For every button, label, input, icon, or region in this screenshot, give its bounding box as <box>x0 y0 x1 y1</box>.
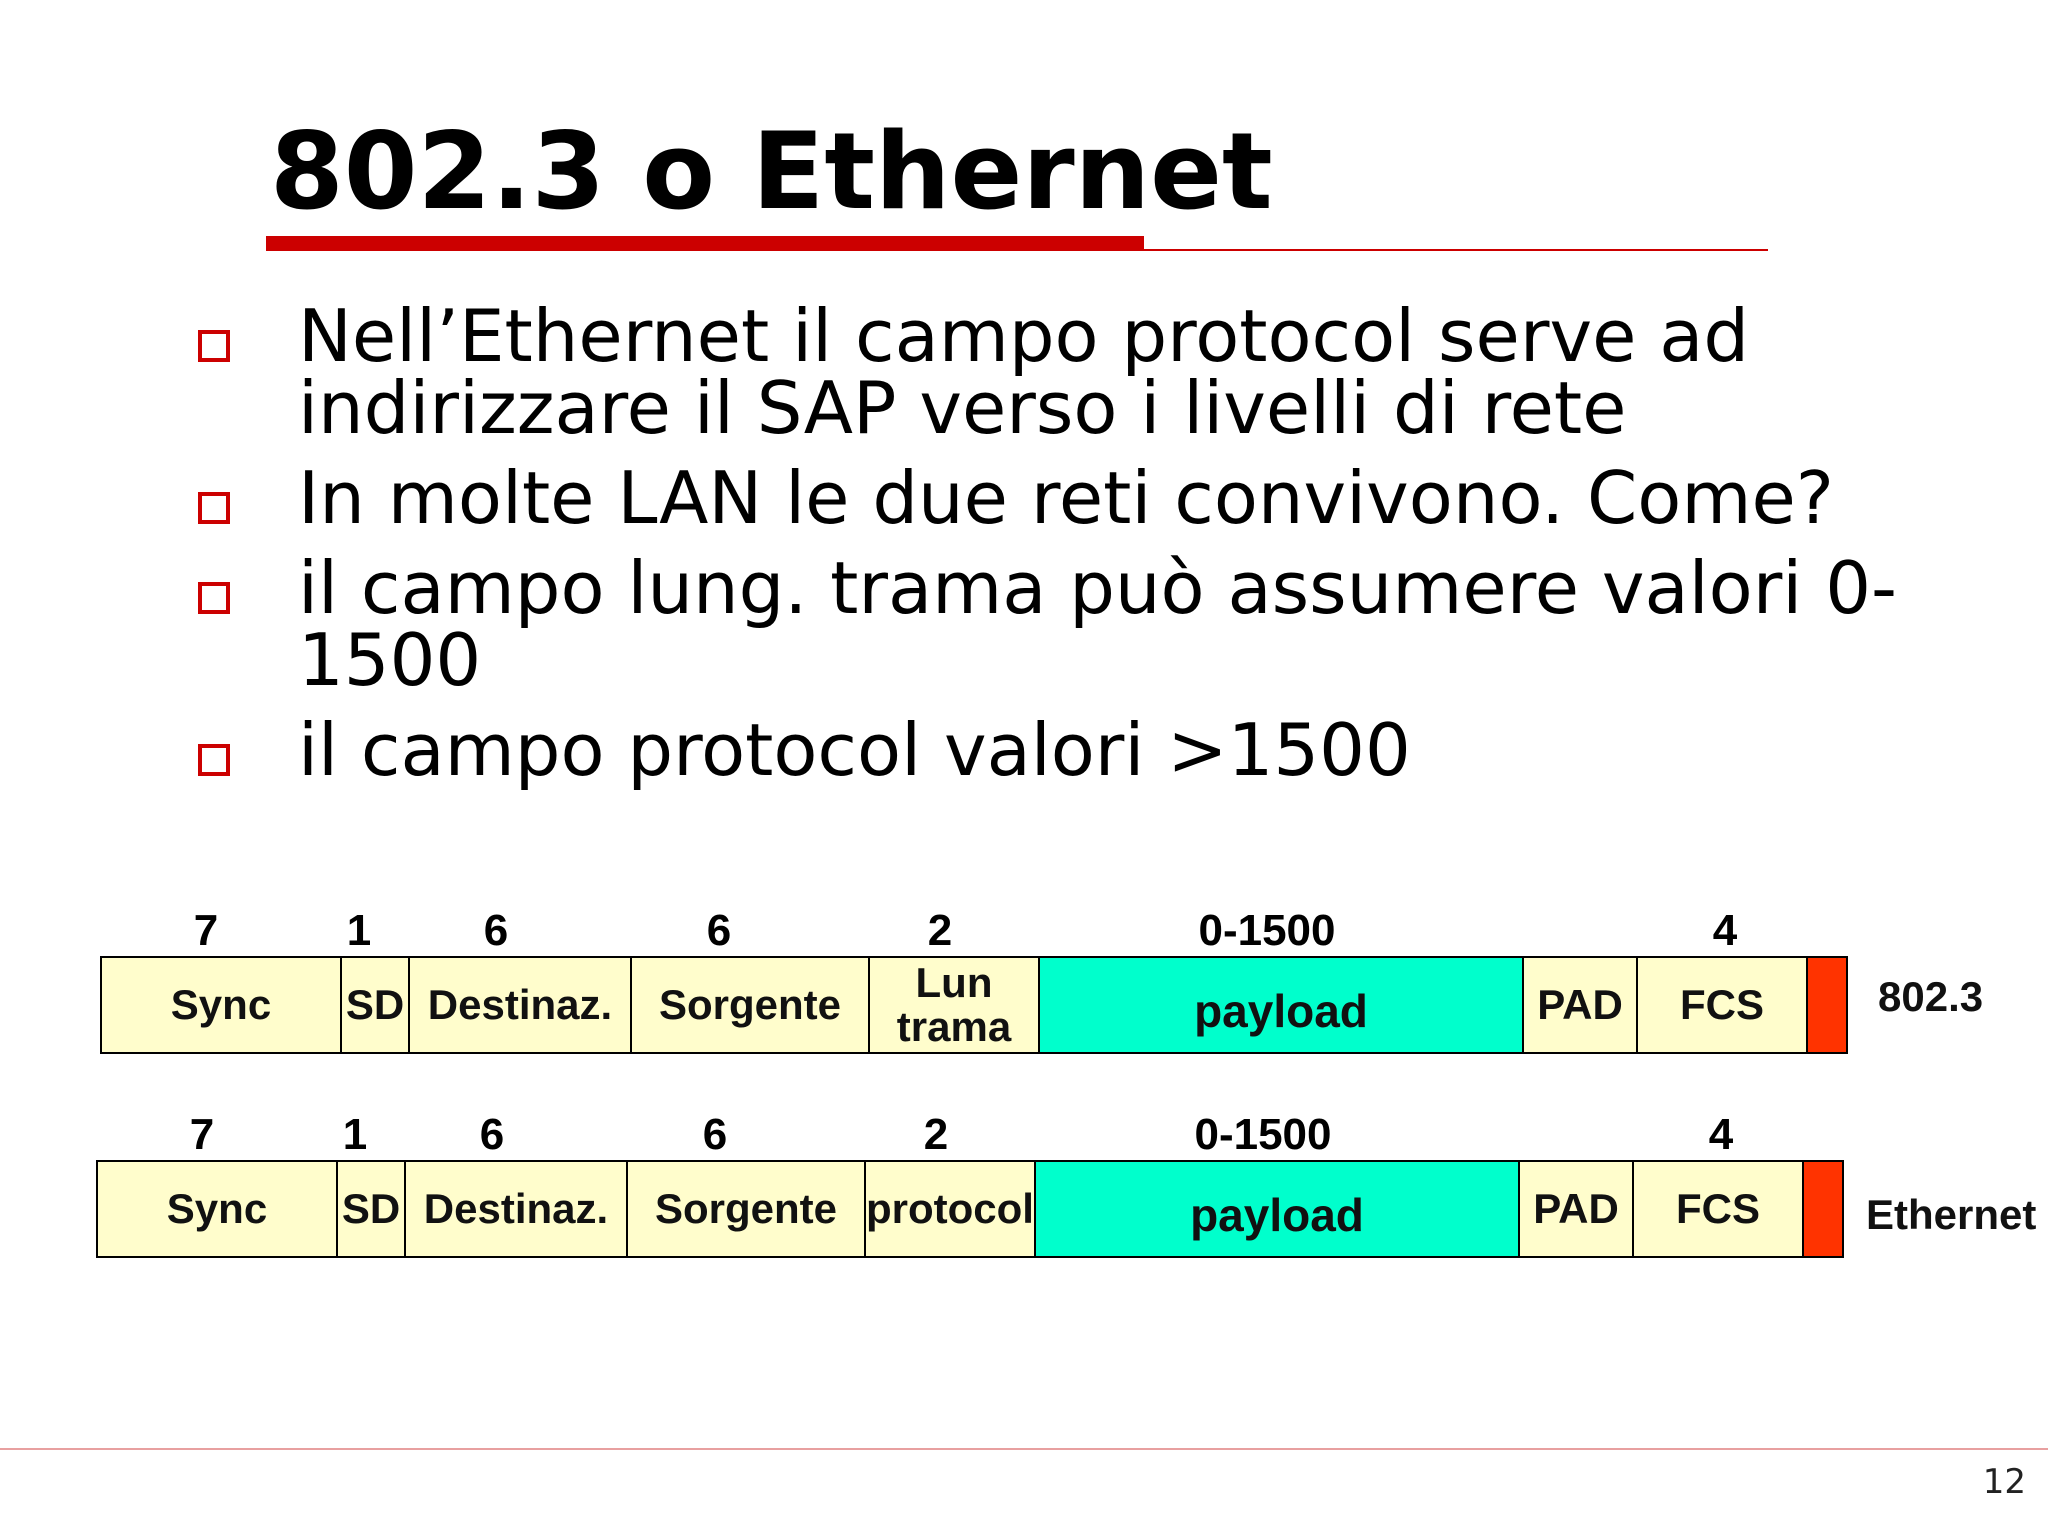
square-bullet-icon <box>198 582 230 614</box>
field-destination: Destinaz. <box>406 1162 628 1256</box>
field-pad: PAD <box>1524 958 1638 1052</box>
frame-label: Ethernet <box>1866 1191 2037 1238</box>
end-marker <box>1808 958 1846 1052</box>
field-sync: Sync <box>98 1162 338 1256</box>
bullet-text: In molte LAN le due reti convivono. Come… <box>298 456 1834 540</box>
field-size-destination: 6 <box>479 1110 505 1159</box>
field-sd: SD <box>342 958 410 1052</box>
field-source: Sorgente <box>628 1162 866 1256</box>
bullet-item: In molte LAN le due reti convivono. Come… <box>190 462 1990 534</box>
frame-802-3: Sync SD Destinaz. Sorgente Lun trama pay… <box>100 956 1848 1054</box>
square-bullet-icon <box>198 492 230 524</box>
field-size-sync: 7 <box>189 1110 215 1159</box>
footer-divider <box>0 1448 2048 1450</box>
page-number: 12 <box>1982 1462 2026 1502</box>
bullet-item: Nell’Ethernet il campo protocol serve ad… <box>190 300 1990 444</box>
field-payload: payload <box>1036 1162 1520 1256</box>
field-size-source: 6 <box>702 1110 728 1159</box>
title-underline-thin <box>266 249 1768 251</box>
field-sync: Sync <box>102 958 342 1052</box>
field-size-sync: 7 <box>193 906 219 955</box>
field-length: Lun trama <box>870 958 1040 1052</box>
field-payload: payload <box>1040 958 1524 1052</box>
field-sd: SD <box>338 1162 406 1256</box>
field-source: Sorgente <box>632 958 870 1052</box>
field-size-fcs: 4 <box>1712 906 1738 955</box>
field-size-source: 6 <box>706 906 732 955</box>
field-size-payload: 0-1500 <box>1194 1110 1332 1159</box>
bullet-item: il campo protocol valori >1500 <box>190 714 1990 786</box>
field-protocol: protocol <box>866 1162 1036 1256</box>
field-size-destination: 6 <box>483 906 509 955</box>
bullet-item: il campo lung. trama può assumere valori… <box>190 552 1990 696</box>
frame-ethernet: Sync SD Destinaz. Sorgente protocol payl… <box>96 1160 1844 1258</box>
field-size-payload: 0-1500 <box>1198 906 1336 955</box>
field-destination: Destinaz. <box>410 958 632 1052</box>
bullet-list: Nell’Ethernet il campo protocol serve ad… <box>190 300 1990 804</box>
field-size-length: 2 <box>927 906 953 955</box>
field-size-sd: 1 <box>342 1110 368 1159</box>
field-size-sd: 1 <box>346 906 372 955</box>
field-fcs: FCS <box>1634 1162 1804 1256</box>
frame-label: 802.3 <box>1878 973 1984 1020</box>
field-pad: PAD <box>1520 1162 1634 1256</box>
bullet-text: il campo lung. trama può assumere valori… <box>298 546 1897 702</box>
field-size-fcs: 4 <box>1708 1110 1734 1159</box>
end-marker <box>1804 1162 1842 1256</box>
field-fcs: FCS <box>1638 958 1808 1052</box>
square-bullet-icon <box>198 330 230 362</box>
field-size-protocol: 2 <box>923 1110 949 1159</box>
bullet-text: il campo protocol valori >1500 <box>298 708 1411 792</box>
title-underline-thick <box>266 236 1144 250</box>
bullet-text: Nell’Ethernet il campo protocol serve ad… <box>298 294 1750 450</box>
square-bullet-icon <box>198 744 230 776</box>
slide-title: 802.3 o Ethernet <box>270 110 1273 233</box>
